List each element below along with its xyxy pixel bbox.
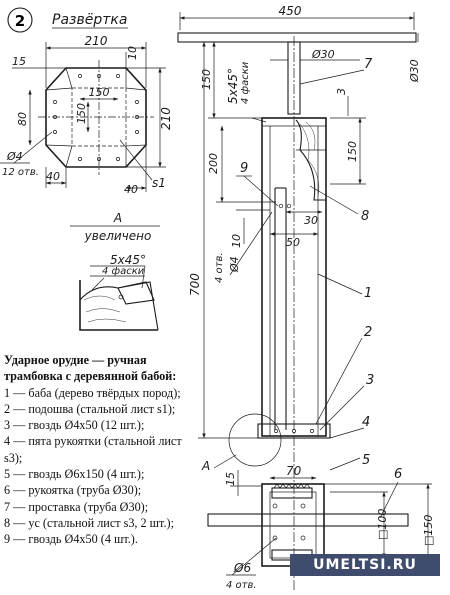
legend-item-4: 4 — пята рукоятки (стальной лист s3);: [4, 434, 182, 465]
dim-height-210: 210: [159, 107, 173, 130]
legend-item-6: 6 — рукоятка (труба Ø30);: [4, 483, 142, 498]
detail-caption: увеличено: [84, 229, 152, 243]
dim-gap-30: 30: [304, 214, 318, 227]
legend-item-2: 2 — подошва (стальной лист s1);: [4, 401, 176, 416]
rammer-body: [257, 117, 331, 439]
view-a-ref: А: [201, 459, 210, 473]
dim-side-80: 80: [16, 112, 29, 126]
legend-item-5: 5 — гвоздь Ø6x150 (4 шт.);: [4, 467, 145, 482]
dim-bottom-15: 15: [224, 472, 237, 486]
dim-pipe-square-100: □100: [376, 509, 389, 540]
hole-diameter-label: Ø4: [6, 150, 23, 163]
part-number-7: 7: [364, 57, 373, 72]
part-number-9: 9: [240, 161, 248, 176]
dim-handle-length: 450: [279, 4, 302, 18]
dim-spacer-offset: 3: [335, 88, 348, 95]
main-chamfer: 5x45°: [226, 68, 240, 104]
detail-chamfer-note: 4 фаски: [102, 266, 145, 277]
dim-bottom-40-a: 40: [46, 170, 60, 183]
development-view-title: Развёртка: [52, 12, 127, 28]
part-material-s1: s1: [152, 176, 166, 190]
bottom-hole-count: 4 отв.: [226, 580, 257, 591]
legend-item-1: 1 — баба (дерево твёрдых пород);: [4, 385, 181, 400]
part-number-5: 5: [362, 453, 370, 468]
part-number-8: 8: [361, 209, 369, 224]
dim-top-offset-150: 150: [200, 69, 213, 90]
dim-width-210: 210: [85, 34, 108, 48]
parts-legend: Ударное орудие — ручная трамбовка с дере…: [4, 352, 194, 548]
dim-upper-200: 200: [207, 153, 220, 174]
dim-handle-pipe: Ø30: [311, 48, 335, 61]
part-number-2: 2: [364, 325, 372, 340]
figure-number-badge: 2: [7, 7, 33, 33]
detail-ref-label: А: [113, 211, 122, 225]
site-watermark: UMELTSI.RU: [290, 554, 440, 576]
dim-gap-10: 10: [230, 234, 243, 248]
part-number-1: 1: [364, 286, 372, 301]
dim-corner-15: 15: [12, 55, 26, 68]
dim-pipe-square-150: □150: [422, 515, 435, 546]
legend-heading: Ударное орудие — ручная трамбовка с дере…: [4, 353, 177, 384]
dim-handle-pipe-side: Ø30: [408, 59, 421, 83]
dim-hole-pitch-150: 150: [89, 86, 110, 99]
dim-total-700: 700: [188, 273, 202, 296]
dim-wood-length-150: 150: [346, 141, 359, 162]
dim-side-10: 10: [126, 46, 139, 60]
main-hole-count: 4 отв.: [214, 252, 225, 283]
detail-chamfer: 5x45°: [110, 253, 146, 267]
legend-item-9: 9 — гвоздь Ø4x50 (4 шт.).: [4, 532, 138, 547]
part-number-6: 6: [394, 467, 402, 482]
part-number-3: 3: [366, 373, 374, 388]
dim-bottom-70: 70: [286, 464, 302, 478]
figure-number: 2: [15, 12, 25, 30]
main-chamfer-note: 4 фаски: [240, 61, 251, 104]
dim-bottom-40-b: 40: [124, 183, 138, 196]
main-hole-diameter: Ø4: [228, 256, 241, 273]
dim-gap-50: 50: [286, 236, 300, 249]
part-number-4: 4: [362, 415, 370, 430]
legend-item-3: 3 — гвоздь Ø4x50 (12 шт.);: [4, 418, 145, 433]
detail-a-drawing: [79, 277, 159, 331]
legend-item-7: 7 — проставка (труба Ø30);: [4, 499, 149, 514]
hole-count-label: 12 отв.: [2, 167, 39, 178]
legend-item-8: 8 — ус (стальной лист s3, 2 шт.);: [4, 515, 174, 530]
bottom-hole-diameter: Ø6: [233, 561, 251, 575]
sole-plate-development: [38, 60, 154, 175]
dim-inner-pitch-150: 150: [75, 103, 88, 124]
